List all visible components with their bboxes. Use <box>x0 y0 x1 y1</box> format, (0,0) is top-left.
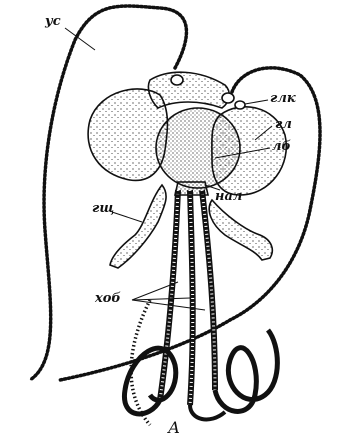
label-ocellus: глк <box>270 91 296 106</box>
label-proboscis: хоб <box>94 291 121 306</box>
leader-palp <box>112 212 142 222</box>
antenna-socket-left <box>171 75 183 85</box>
antenna-socket-right <box>222 93 234 103</box>
label-maxillary-palp: гщ <box>92 201 114 216</box>
label-labium-base: нал <box>215 189 242 204</box>
labium-base <box>175 182 208 195</box>
proboscis-coil-tip <box>190 405 225 419</box>
label-antenna: ус <box>44 14 61 29</box>
label-eye: гл <box>275 117 292 132</box>
clypeus <box>156 108 240 188</box>
palp-left <box>110 185 166 268</box>
leader-ocellus <box>245 100 268 104</box>
figure-caption: А <box>167 418 180 437</box>
proboscis-coil-right <box>215 330 277 411</box>
head-capsule <box>148 72 245 188</box>
ocellus <box>235 101 245 109</box>
label-labrum: лб <box>272 139 292 154</box>
leader-proboscis-b <box>132 298 190 300</box>
palp-right <box>209 200 272 260</box>
head-top <box>148 72 229 108</box>
